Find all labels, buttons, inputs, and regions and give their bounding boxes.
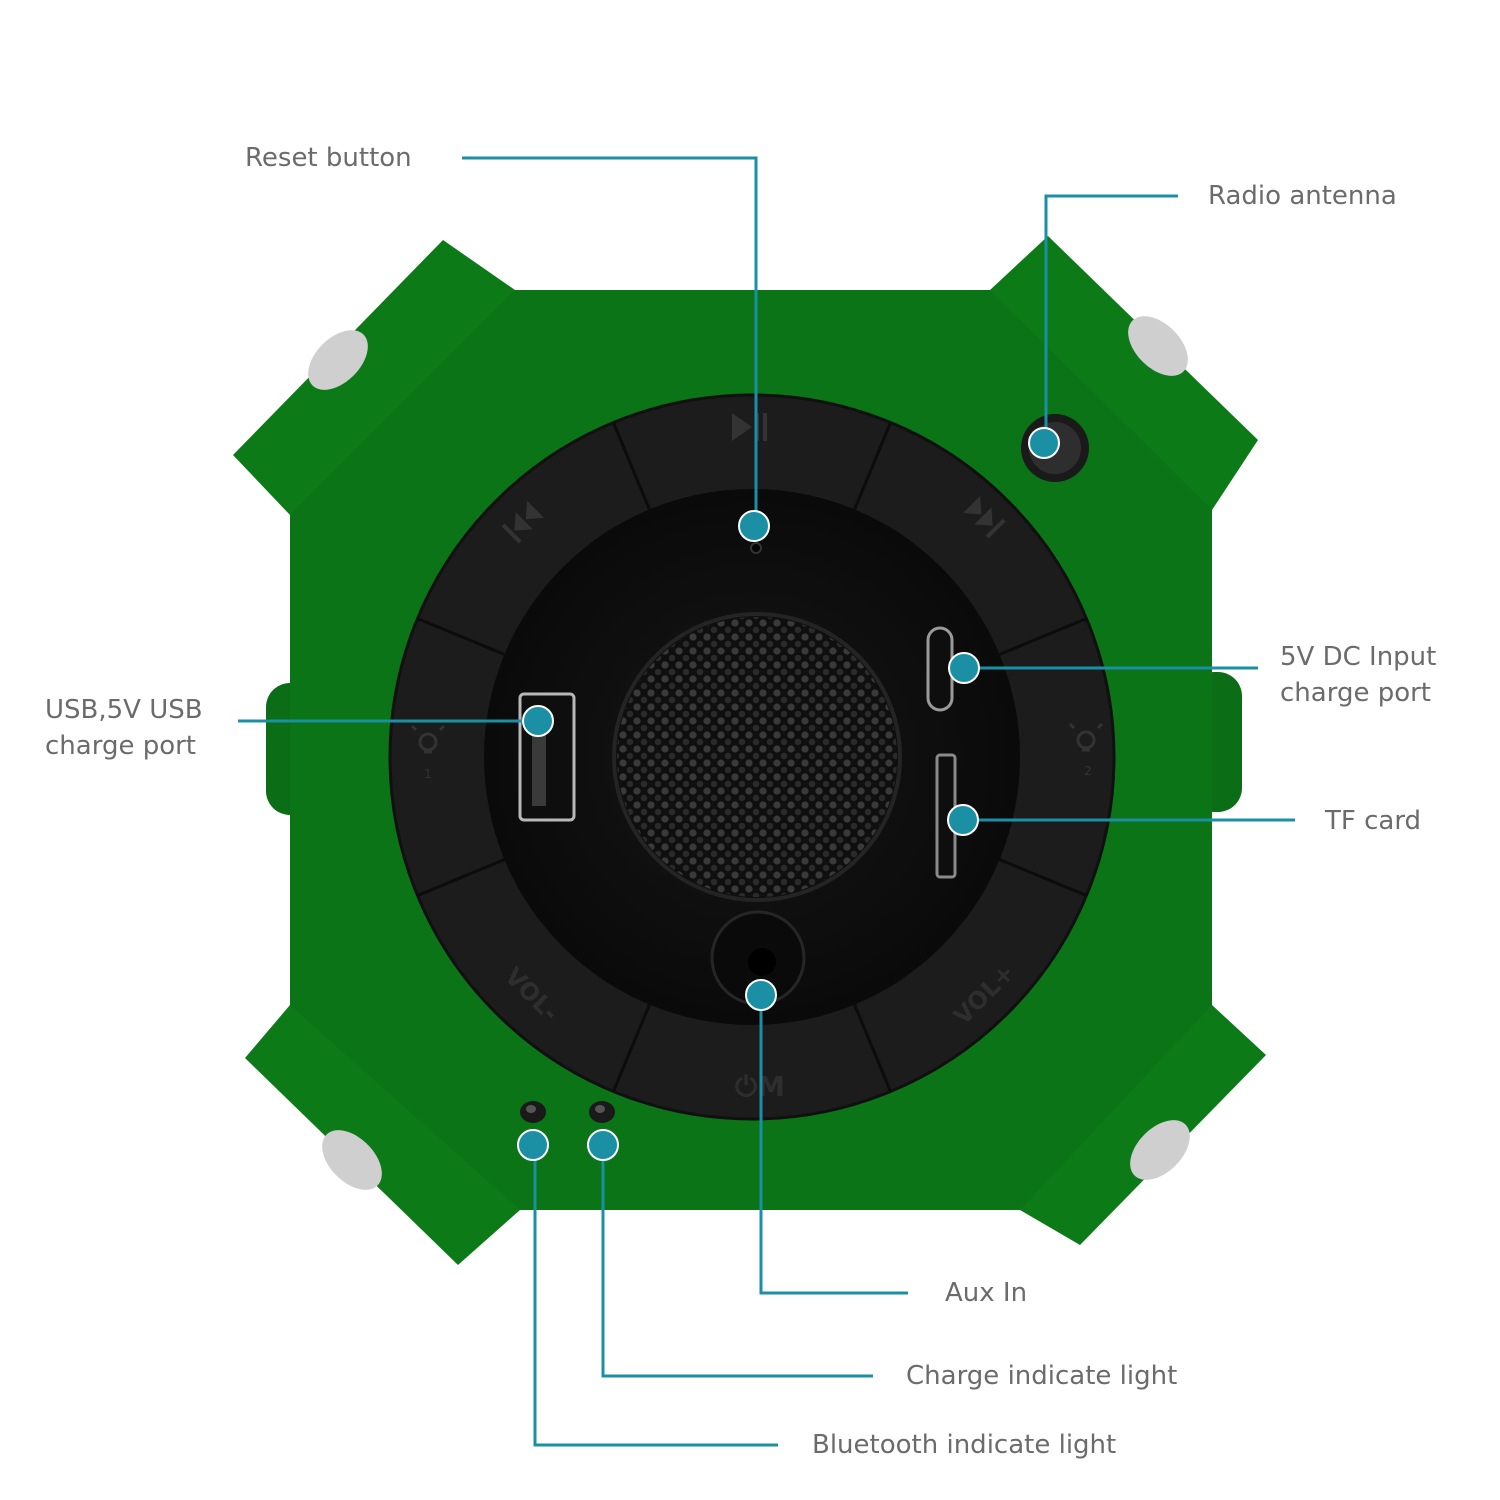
tf-card-label: TF card <box>1325 806 1422 836</box>
aux-in-jack <box>710 910 806 1006</box>
charge-callout-dot <box>587 1129 619 1161</box>
ring-divider <box>612 421 651 510</box>
bumper-top-left <box>308 330 368 390</box>
aux-in-label: Aux In <box>945 1278 1028 1308</box>
bumper-top-right <box>1128 316 1188 376</box>
reset-callout-line <box>462 156 758 526</box>
ring-divider <box>999 858 1088 897</box>
tf-callout-dot <box>947 804 979 836</box>
usb-port-label: USB,5V USB charge port <box>45 692 203 764</box>
next-track-icon[interactable] <box>963 496 1006 539</box>
bumper-bottom-right <box>1130 1120 1190 1180</box>
light-bulb-icon[interactable] <box>1068 722 1104 752</box>
speaker-grille <box>612 612 902 902</box>
antenna-callout-line <box>1044 194 1178 443</box>
antenna-callout-dot <box>1028 427 1060 459</box>
reset-callout-dot <box>738 510 770 542</box>
ring-divider <box>416 858 505 897</box>
bluetooth-callout-dot <box>517 1129 549 1161</box>
bluetooth-callout-line <box>533 1145 778 1447</box>
bumper-bottom-left <box>322 1130 382 1190</box>
bluetooth-indicator-led <box>520 1101 546 1123</box>
ring-divider <box>853 421 892 510</box>
ring-divider <box>612 1004 651 1093</box>
usb-port-label-line1: USB,5V USB <box>45 695 203 725</box>
light-left-number: 1 <box>424 767 432 781</box>
charge-light-label: Charge indicate light <box>906 1361 1178 1391</box>
previous-track-icon[interactable] <box>501 500 545 544</box>
dc-callout-dot <box>948 652 980 684</box>
bluetooth-light-label: Bluetooth indicate light <box>812 1430 1117 1460</box>
dc-input-label: 5V DC Input charge port <box>1280 639 1436 711</box>
ring-divider <box>416 617 505 656</box>
radio-antenna-label: Radio antenna <box>1208 181 1397 211</box>
usb-callout-dot <box>522 705 554 737</box>
usb-port-label-line2: charge port <box>45 731 196 761</box>
dc-input-label-line2: charge port <box>1280 678 1431 708</box>
aux-callout-dot <box>745 979 777 1011</box>
reset-pinhole <box>750 542 762 554</box>
aux-callout-line <box>759 995 908 1295</box>
ring-divider <box>999 617 1088 656</box>
charge-indicator-led <box>589 1101 615 1123</box>
light-bulb-icon[interactable] <box>410 724 446 754</box>
reset-button-label: Reset button <box>245 143 412 173</box>
dc-input-label-line1: 5V DC Input <box>1280 642 1437 672</box>
charge-callout-line <box>601 1145 873 1378</box>
ring-divider <box>853 1004 892 1093</box>
light-right-number: 2 <box>1084 764 1092 778</box>
